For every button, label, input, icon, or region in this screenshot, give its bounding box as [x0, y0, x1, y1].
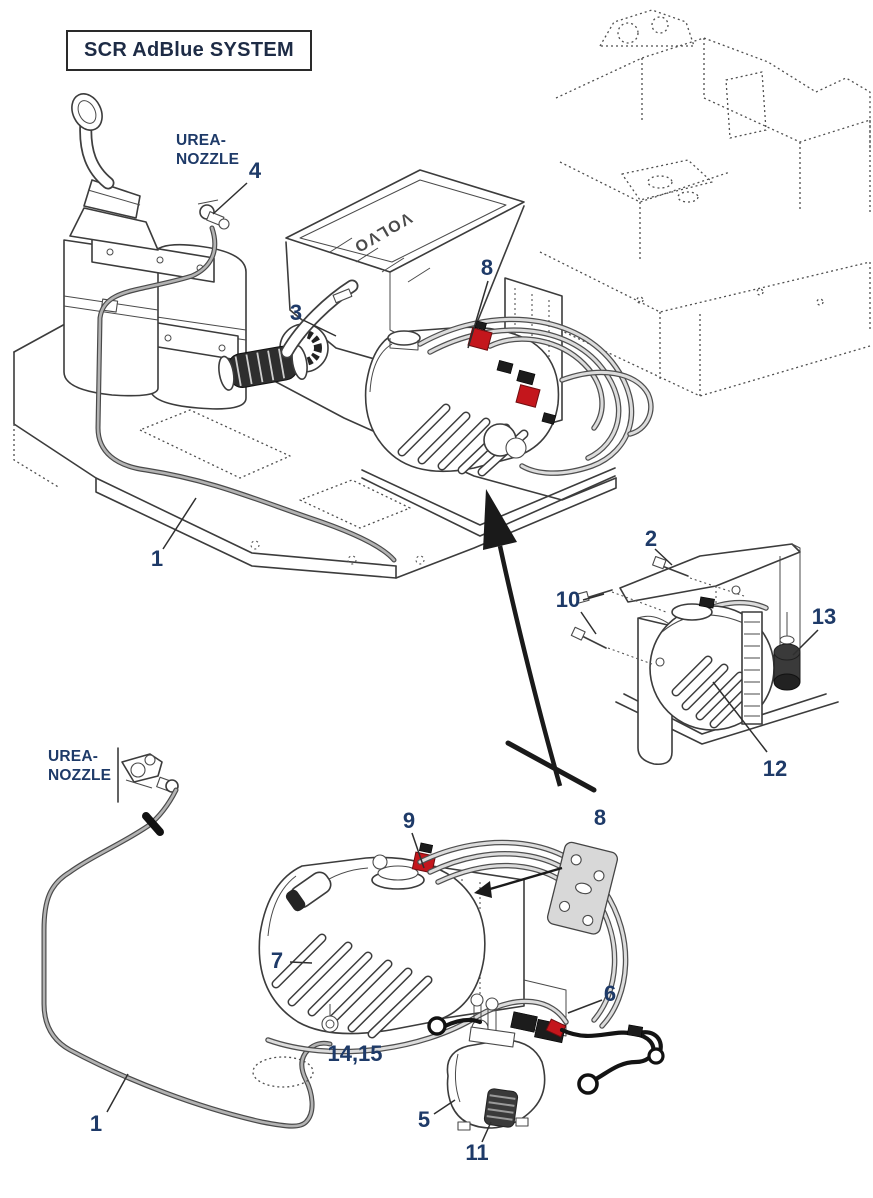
callout-13: 13	[811, 604, 837, 629]
up-arrow-icon	[483, 489, 597, 793]
pump-filter-11	[483, 1088, 519, 1128]
engine: VOLVO	[218, 169, 525, 391]
intake-bellows	[218, 344, 308, 391]
hose-clamp-14-15	[321, 1004, 339, 1033]
callout-10: 10	[555, 587, 581, 612]
callout-3: 3	[289, 300, 303, 325]
callout-9: 9	[402, 808, 416, 833]
diagram-title: SCR AdBlue SYSTEM	[66, 30, 312, 71]
mounting-bolt-2	[652, 555, 745, 597]
urea-hose-lower	[41, 787, 333, 1129]
callout-leader-lines	[106, 182, 819, 1143]
callout-8-lower: 8	[593, 805, 607, 830]
tank-bracket-detail	[570, 543, 839, 766]
callout-7: 7	[270, 948, 284, 973]
urea-nozzle-lower	[117, 747, 179, 803]
callout-1-upper: 1	[150, 546, 164, 571]
filter-cap	[773, 612, 801, 691]
urea-nozzle-label-lower-line1: UREA-	[48, 748, 99, 765]
callout-4: 4	[248, 158, 262, 183]
quick-connector-red-upper-1	[467, 327, 493, 351]
callout-8-upper: 8	[480, 255, 494, 280]
callout-12: 12	[762, 756, 788, 781]
callout-6: 6	[603, 981, 617, 1006]
callout-14-15: 14,15	[327, 1041, 383, 1066]
callout-2: 2	[644, 526, 658, 551]
callout-5: 5	[417, 1107, 431, 1132]
urea-nozzle-label-upper-line1: UREA-	[176, 132, 227, 149]
wiring-harness-6	[427, 1016, 665, 1095]
callout-1-lower: 1	[89, 1111, 103, 1136]
quick-connector-red-upper-2	[515, 384, 541, 408]
urea-nozzle-label-lower: UREA- NOZZLE	[48, 747, 111, 785]
urea-hose-upper	[95, 225, 397, 563]
urea-nozzle-label-lower-line2: NOZZLE	[48, 767, 112, 784]
heater-element	[741, 611, 763, 725]
mounting-bolts-10	[570, 589, 667, 667]
urea-nozzle-label-upper: UREA- NOZZLE	[176, 131, 239, 169]
tank-sender	[285, 871, 332, 912]
adblue-tank-upper	[361, 277, 654, 537]
callout-11: 11	[465, 1140, 489, 1165]
urea-nozzle-upper	[197, 199, 230, 230]
adblue-pump-assembly	[427, 993, 665, 1131]
manifold-block-8	[474, 841, 619, 935]
left-arrow-icon	[474, 866, 563, 898]
urea-nozzle-label-upper-line2: NOZZLE	[176, 151, 240, 168]
